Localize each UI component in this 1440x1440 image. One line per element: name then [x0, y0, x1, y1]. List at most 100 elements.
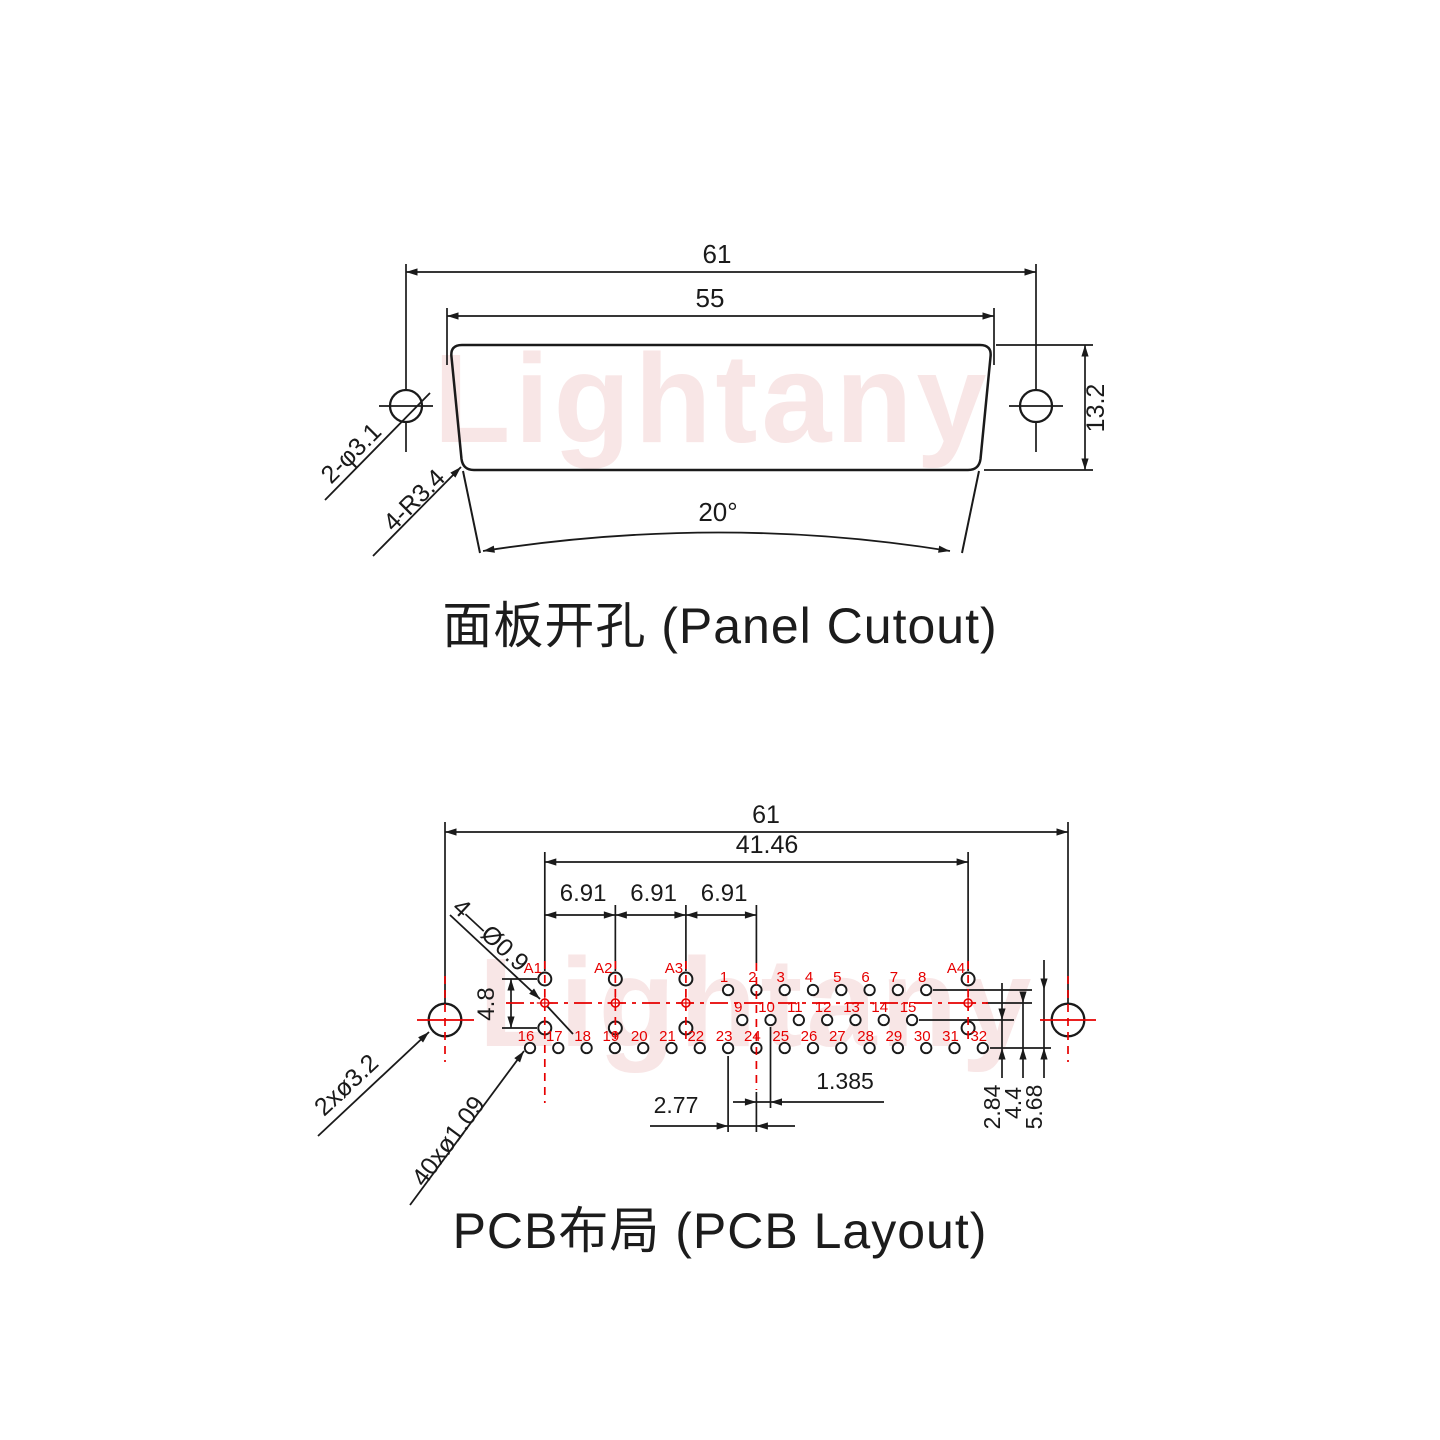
drawing-line — [546, 1005, 574, 1035]
pin-number: 24 — [744, 1028, 761, 1045]
dim-label: 2.77 — [654, 1092, 699, 1118]
pin-hole-26 — [806, 1041, 820, 1055]
dim-arrow — [603, 911, 616, 919]
pin-hole-30 — [920, 1041, 933, 1055]
pin-hole-14 — [877, 1013, 890, 1027]
pin-hole-15 — [905, 1013, 919, 1027]
pin-hole-28 — [863, 1041, 876, 1055]
pin-number: 23 — [716, 1028, 733, 1045]
pin-hole-1 — [721, 983, 735, 997]
pin-number: 2 — [748, 969, 756, 986]
dim-arrow — [445, 828, 457, 836]
dim-arrow — [406, 268, 418, 276]
dim-label: 6.91 — [630, 880, 677, 907]
pin-hole-9 — [736, 1013, 749, 1027]
drawing-line — [961, 470, 980, 554]
dim-arrow — [998, 1048, 1006, 1060]
dim-label: 41.46 — [736, 831, 799, 859]
dim-arrow — [1040, 978, 1048, 990]
pin-hole-18 — [580, 1041, 593, 1055]
dim-arrow — [982, 312, 994, 320]
dim-arrow — [1056, 828, 1068, 836]
drawing-line — [449, 914, 541, 1000]
pin-hole-4 — [806, 983, 820, 997]
dim-arrow — [418, 1032, 429, 1043]
pin-number: 29 — [886, 1028, 903, 1045]
pin-number: 26 — [801, 1028, 818, 1045]
coax-label: A3 — [665, 960, 683, 977]
pin-number: 13 — [843, 999, 860, 1016]
watermark-text: Lightany — [434, 328, 991, 469]
dim-arrow — [1081, 345, 1089, 357]
pin-number: 32 — [970, 1028, 987, 1045]
pin-hole-8 — [920, 983, 933, 997]
pin-number: 17 — [546, 1028, 563, 1045]
drawing-line — [462, 470, 481, 554]
pin-number: 19 — [603, 1028, 620, 1045]
coax-label: A4 — [947, 960, 965, 977]
dim-arrow — [544, 911, 557, 919]
dim-arrow — [938, 545, 950, 553]
dim-label: 6.91 — [560, 880, 607, 907]
dim-arrow — [447, 312, 459, 320]
pin-number: 6 — [861, 969, 869, 986]
dim-label: 6.91 — [701, 880, 748, 907]
pin-number: 12 — [815, 999, 832, 1016]
dim-label: 1.385 — [816, 1068, 874, 1094]
pin-hole-12 — [821, 1013, 834, 1027]
pin-number: 10 — [758, 999, 775, 1016]
pin-number: 15 — [900, 999, 917, 1016]
pin-hole-3 — [778, 983, 791, 997]
dim-arrow — [685, 911, 698, 919]
pin-number: 1 — [720, 969, 728, 986]
dim-label: 4.8 — [473, 987, 500, 1020]
dim-arrow — [1019, 1048, 1027, 1060]
dim-arrow — [507, 1016, 515, 1028]
pin-hole-16 — [523, 1041, 537, 1055]
dim-arrow — [756, 1122, 768, 1130]
pin-hole-13 — [849, 1013, 862, 1027]
dim-arrow — [744, 1098, 757, 1106]
pin-hole-27 — [835, 1041, 848, 1055]
pin-number: 22 — [687, 1028, 704, 1045]
pin-number: 18 — [574, 1028, 591, 1045]
pin-number: 30 — [914, 1028, 931, 1045]
pin-number: 16 — [518, 1028, 535, 1045]
dim-arrow — [544, 858, 557, 866]
coax-label: A1 — [524, 960, 542, 977]
pin-hole-31 — [948, 1041, 961, 1055]
pin-number: 28 — [857, 1028, 874, 1045]
dim-arrow — [674, 911, 686, 919]
drawing-line — [372, 466, 462, 557]
dim-label: 2.84 — [979, 1084, 1005, 1129]
dim-label: 61 — [703, 239, 732, 269]
dim-arrow — [1024, 268, 1036, 276]
corner-radius-label: 4-R3.4 — [378, 464, 451, 537]
pin-number: 5 — [833, 969, 841, 986]
pin-hole-21 — [665, 1041, 678, 1055]
pin-hole-32 — [976, 1041, 989, 1055]
drawing-line — [317, 1031, 430, 1137]
dim-arrow — [514, 1051, 524, 1063]
dim-arrow — [716, 1122, 729, 1130]
pcb-layout-title: PCB布局 (PCB Layout) — [452, 1203, 988, 1259]
pin-number: 8 — [918, 969, 926, 986]
mount-holes-label: 2-φ3.1 — [316, 418, 388, 490]
panel-cutout-outline — [450, 343, 992, 472]
pin-hole-29 — [891, 1041, 905, 1055]
pin-number: 11 — [787, 999, 803, 1016]
dim-arrow — [529, 988, 540, 999]
pin-number: 3 — [777, 969, 785, 986]
pin-number: 7 — [890, 969, 898, 986]
dim-arrow — [998, 1008, 1006, 1020]
pin-hole-5 — [835, 983, 848, 997]
pin-hole-11 — [792, 1013, 805, 1027]
dim-arrow — [450, 467, 461, 478]
dim-arrow — [1040, 1048, 1048, 1060]
angle-arc — [482, 531, 951, 552]
pin-hole-7 — [891, 983, 905, 997]
pin-number: 9 — [734, 999, 742, 1016]
pin-number: 14 — [871, 999, 888, 1016]
pin-hole-22 — [693, 1041, 706, 1055]
